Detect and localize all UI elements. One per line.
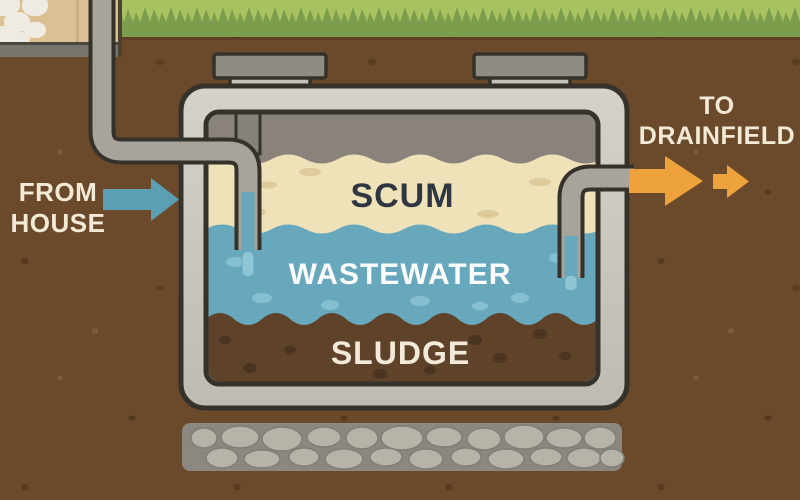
house-corner-trim	[76, 0, 79, 42]
outlet-baffle-water	[564, 236, 578, 278]
stone	[22, 0, 48, 16]
from-house-line1: FROM	[18, 177, 98, 207]
sludge-texture	[219, 329, 571, 379]
from-house-line2: HOUSE	[10, 208, 106, 239]
grass-blades	[114, 0, 800, 37]
inlet-pipe	[88, 0, 262, 276]
stone	[8, 32, 30, 42]
inlet-water-stream	[242, 252, 254, 276]
outflow-arrow-large-icon	[629, 156, 703, 206]
riser-1-cap	[212, 52, 328, 80]
gravel-bed	[182, 423, 625, 471]
soil-grass-boundary	[114, 36, 800, 40]
inflow-arrow-icon	[103, 178, 179, 221]
scum-layer-label: SCUM	[350, 177, 455, 215]
from-house-label: FROM HOUSE	[4, 177, 112, 239]
house-stone-facade	[0, 0, 52, 42]
wastewater-layer-label: WASTEWATER	[288, 258, 512, 291]
outlet-water-stream	[565, 276, 577, 290]
sludge-layer	[208, 313, 596, 382]
tank-cavity-border	[203, 109, 601, 387]
stone	[24, 22, 46, 38]
outlet-pipe	[557, 164, 634, 290]
riser-2-cap	[472, 52, 588, 80]
house-right-edge	[118, 0, 122, 57]
to-drainfield-line1: TO	[699, 92, 735, 120]
sludge-layer-label: SLUDGE	[330, 335, 471, 371]
outflow-arrow-small-icon	[713, 165, 749, 198]
to-drainfield-label: TO DRAINFIELD	[634, 91, 800, 151]
grass-strip	[114, 0, 800, 37]
to-drainfield-line2: DRAINFIELD	[638, 122, 796, 150]
